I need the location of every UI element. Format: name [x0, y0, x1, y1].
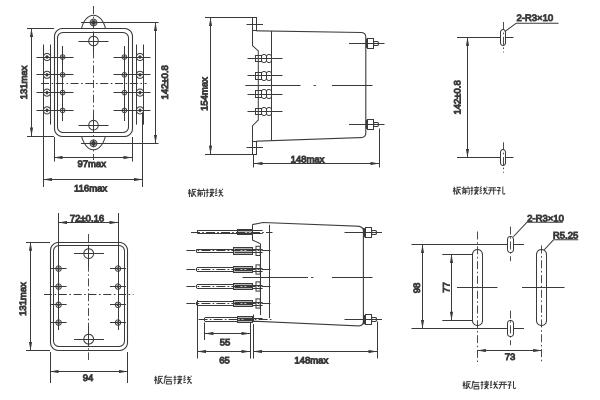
svg-text:2-R3×10: 2-R3×10 [516, 13, 553, 24]
svg-text:142±0.8: 142±0.8 [160, 65, 171, 99]
svg-text:131max: 131max [18, 282, 29, 316]
svg-text:98: 98 [412, 283, 423, 294]
svg-text:148max: 148max [291, 154, 325, 165]
svg-text:72±0.16: 72±0.16 [70, 214, 104, 225]
svg-text:131max: 131max [19, 65, 30, 99]
svg-text:116max: 116max [74, 183, 107, 194]
svg-text:77: 77 [441, 282, 452, 293]
svg-text:148max: 148max [294, 355, 328, 366]
svg-text:R5.25: R5.25 [553, 231, 578, 242]
svg-text:73: 73 [505, 352, 516, 363]
svg-text:55: 55 [220, 337, 231, 348]
svg-text:97max: 97max [77, 159, 106, 170]
svg-text:94: 94 [83, 373, 94, 384]
svg-text:142±0.8: 142±0.8 [452, 80, 463, 114]
svg-text:65: 65 [219, 355, 230, 366]
svg-text:154max: 154max [199, 77, 210, 111]
svg-text:2-R3×10: 2-R3×10 [527, 213, 564, 224]
